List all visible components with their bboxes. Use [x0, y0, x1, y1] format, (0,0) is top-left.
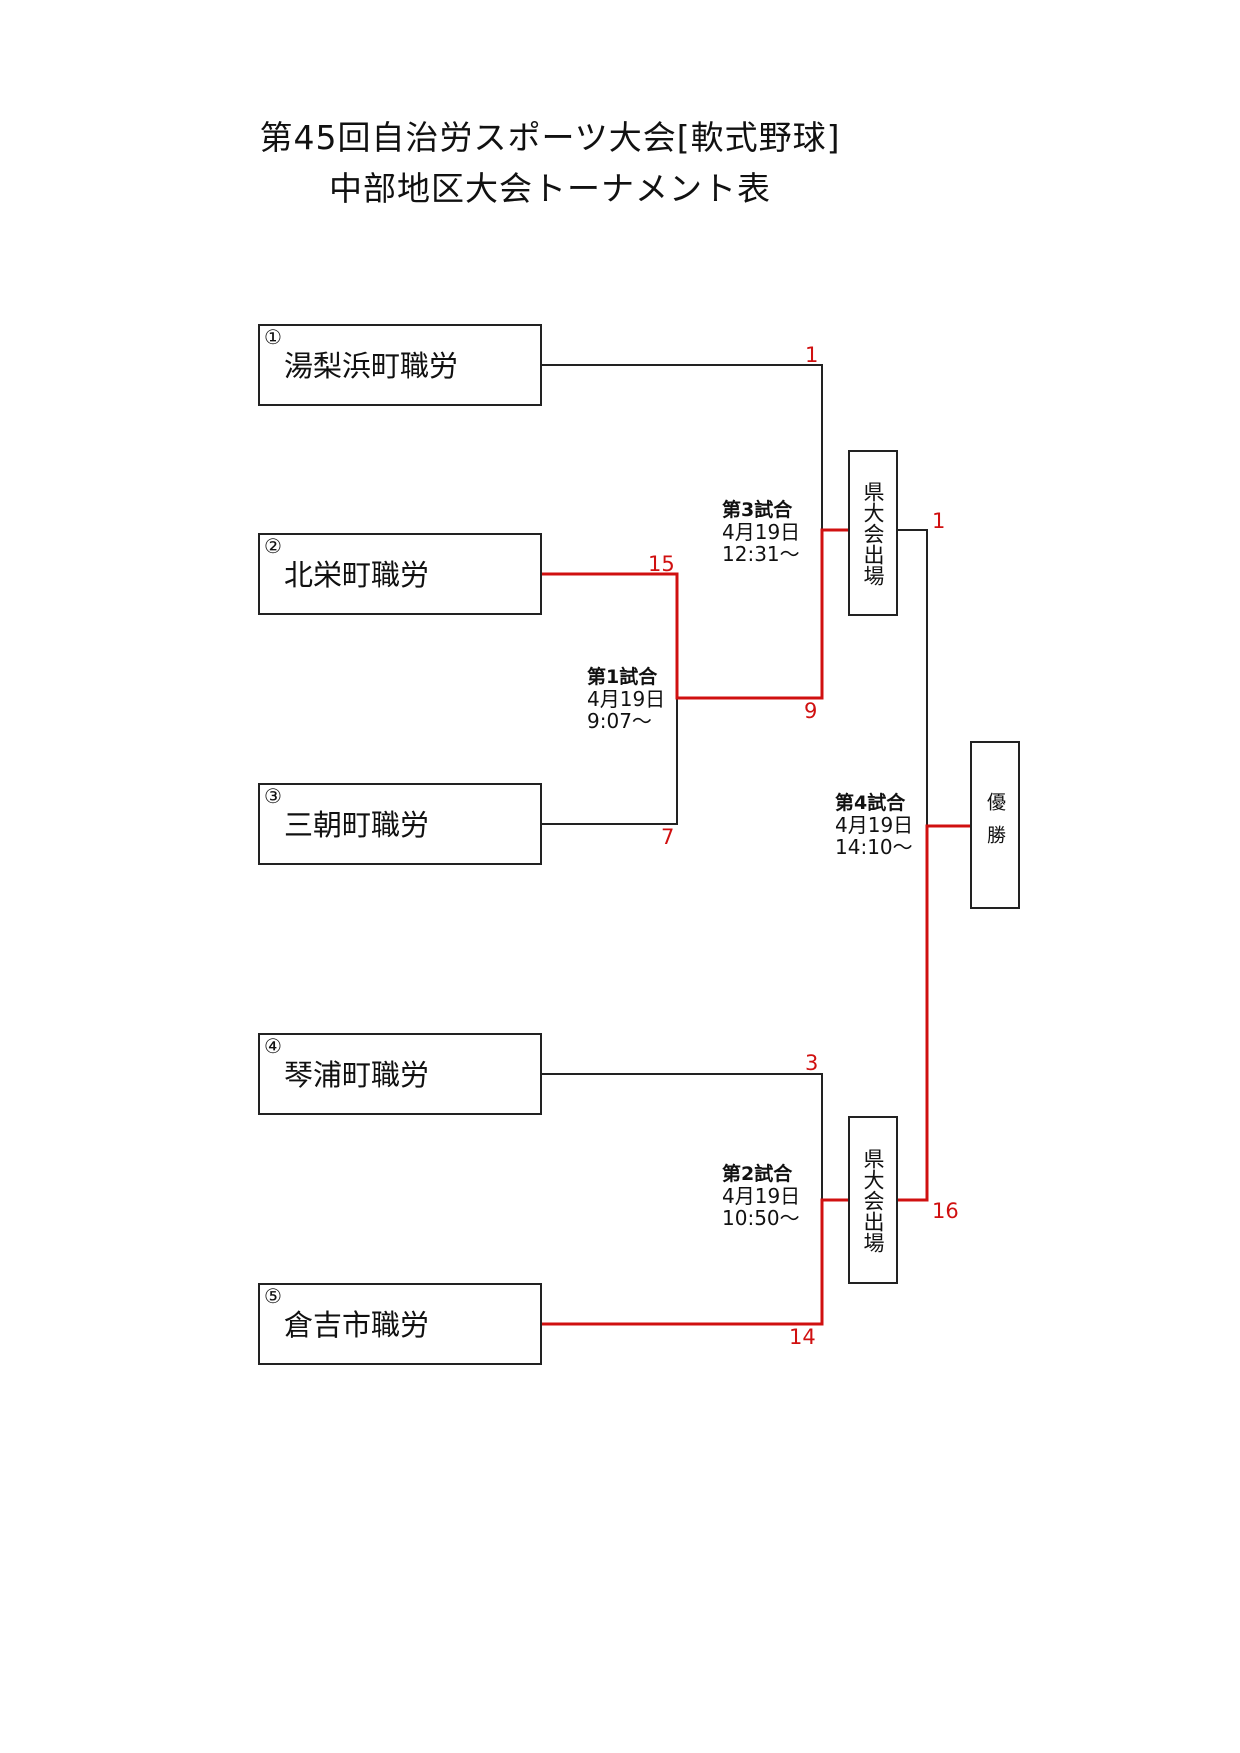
score-label: 14 [789, 1325, 816, 1349]
team-seed: ② [264, 534, 282, 558]
match-time: 10:50～ [722, 1206, 800, 1230]
match-date: 4月19日 [722, 1184, 801, 1208]
team-box-3: ③ 三朝町職労 [258, 783, 542, 865]
score-label: 1 [805, 343, 819, 367]
team-name: 倉吉市職労 [284, 1308, 430, 1342]
score-label: 15 [648, 552, 675, 576]
line-kotoura [542, 1073, 823, 1200]
match-title: 第2試合 [722, 1163, 793, 1185]
team-box-4: ④ 琴浦町職労 [258, 1033, 542, 1115]
champion-label: 優勝 [984, 792, 1006, 858]
score-label: 16 [932, 1199, 959, 1223]
match-date: 4月19日 [835, 813, 914, 837]
prefecture-box-bottom: 県大会出場 [848, 1116, 898, 1284]
team-seed: ① [264, 325, 282, 349]
team-seed: ③ [264, 784, 282, 808]
team-seed: ⑤ [264, 1284, 282, 1308]
team-name: 湯梨浜町職労 [284, 349, 459, 383]
match-title: 第3試合 [722, 499, 793, 521]
team-box-2: ② 北栄町職労 [258, 533, 542, 615]
prefecture-label: 県大会出場 [861, 1147, 885, 1253]
line-m4-bottom [898, 824, 970, 1202]
line-kurayoshi [542, 1198, 848, 1326]
line-m3-top [898, 529, 928, 826]
team-name: 三朝町職労 [284, 808, 430, 842]
score-label: 1 [932, 509, 946, 533]
page-subtitle: 中部地区大会トーナメント表 [329, 169, 771, 208]
match-2-info: 第2試合 4月19日 10:50～ [722, 1163, 800, 1229]
prefecture-label: 県大会出場 [861, 480, 885, 586]
match-3-info: 第3試合 4月19日 12:31～ [722, 499, 800, 565]
line-misasa [542, 698, 678, 825]
team-box-5: ⑤ 倉吉市職労 [258, 1283, 542, 1365]
match-title: 第4試合 [835, 792, 906, 814]
match-1-info: 第1試合 4月19日 9:07～ [587, 666, 665, 732]
team-seed: ④ [264, 1034, 282, 1058]
score-label: 7 [661, 825, 675, 849]
match-time: 9:07～ [587, 709, 652, 733]
match-time: 12:31～ [722, 542, 800, 566]
score-label: 3 [805, 1051, 819, 1075]
score-label: 9 [804, 699, 818, 723]
match-date: 4月19日 [722, 520, 801, 544]
line-hokuei [542, 528, 848, 700]
page-title: 第45回自治労スポーツ大会[軟式野球] [259, 118, 841, 157]
match-time: 14:10～ [835, 835, 913, 859]
champion-box: 優勝 [970, 741, 1020, 909]
team-box-1: ① 湯梨浜町職労 [258, 324, 542, 406]
match-date: 4月19日 [587, 687, 666, 711]
team-name: 琴浦町職労 [284, 1058, 430, 1092]
line-yurihama [542, 364, 823, 530]
team-name: 北栄町職労 [284, 558, 430, 592]
match-4-info: 第4試合 4月19日 14:10～ [835, 792, 913, 858]
match-title: 第1試合 [587, 666, 658, 688]
prefecture-box-top: 県大会出場 [848, 450, 898, 616]
